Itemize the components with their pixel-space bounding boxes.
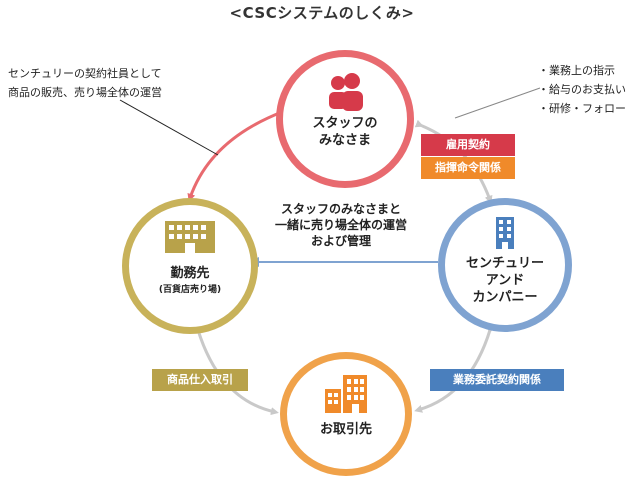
node-workplace-sublabel: (百貨店売り場) (158, 285, 222, 295)
node-client: お取引先 (280, 352, 412, 476)
note-center: スタッフのみなさまと 一緒に売り場全体の運営 および管理 (256, 201, 426, 249)
note-center-line: および管理 (310, 234, 371, 248)
note-right: ・業務上の指示 ・給与のお支払い ・研修・フォロー (538, 61, 626, 118)
tag-employment-contract: 雇用契約 (421, 134, 515, 156)
note-left-line: 商品の販売、売り場全体の運営 (8, 86, 162, 99)
node-staff: スタッフの みなさま (276, 50, 414, 188)
leader-line-right (454, 87, 541, 119)
building-icon (165, 221, 215, 253)
node-century-label: カンパニー (472, 290, 538, 305)
note-right-line: ・研修・フォロー (538, 102, 626, 115)
leader-line-left (119, 99, 219, 156)
tag-goods-purchase: 商品仕入取引 (152, 369, 248, 391)
note-left-line: センチュリーの契約社員として (8, 67, 162, 80)
diagram-title: <CSCシステムのしくみ> (229, 4, 415, 22)
node-workplace: 勤務先 (百貨店売り場) (122, 198, 258, 334)
arrow-staff-to-workplace (187, 110, 283, 202)
note-center-line: 一緒に売り場全体の運営 (274, 218, 407, 232)
tag-outsourcing-contract: 業務委託契約関係 (430, 369, 564, 391)
note-right-line: ・業務上の指示 (538, 64, 615, 77)
people-icon (325, 73, 365, 113)
node-workplace-label: 勤務先 (170, 266, 210, 281)
note-left: センチュリーの契約社員として 商品の販売、売り場全体の運営 (8, 64, 162, 102)
note-right-line: ・給与のお支払い (538, 83, 626, 96)
tag-command-relation: 指揮命令関係 (421, 157, 515, 179)
node-century-label: アンド (485, 273, 525, 288)
office-buildings-icon (325, 375, 367, 413)
node-century: センチュリー アンド カンパニー (438, 198, 572, 332)
node-staff-label: みなさま (318, 133, 371, 148)
office-tower-icon (496, 217, 514, 249)
note-center-line: スタッフのみなさまと (280, 202, 401, 216)
node-client-label: お取引先 (319, 422, 372, 437)
node-staff-label: スタッフの (312, 116, 378, 131)
node-century-label: センチュリー (465, 256, 544, 271)
